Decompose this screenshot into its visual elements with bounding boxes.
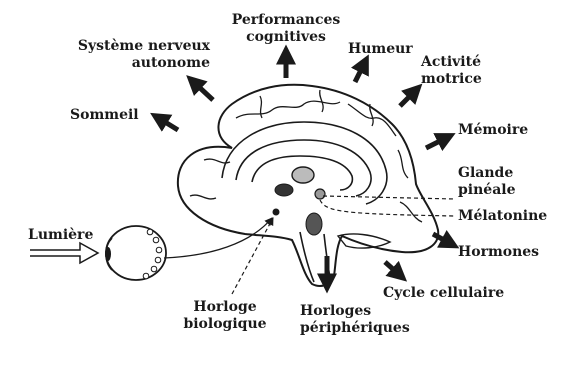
label-activite-motrice: Activité motrice xyxy=(421,54,482,88)
pituitary xyxy=(306,213,322,235)
corpus-callosum xyxy=(222,122,387,204)
arrow-memoire xyxy=(426,141,440,148)
brain-outline xyxy=(178,85,438,286)
label-memoire: Mémoire xyxy=(458,122,528,139)
label-cycle-cellulaire: Cycle cellulaire xyxy=(383,285,504,302)
label-lumiere: Lumière xyxy=(28,227,93,244)
hypothalamus-nucleus xyxy=(275,184,293,196)
label-humeur: Humeur xyxy=(348,41,413,58)
cerebellum xyxy=(338,234,390,248)
arrow-hormones xyxy=(433,234,444,240)
pineal-gland xyxy=(315,189,325,199)
arrow-systeme xyxy=(199,87,213,100)
arrow-sommeil xyxy=(165,122,178,130)
eye-icon xyxy=(105,226,166,280)
label-glande-pineale: Glande pinéale xyxy=(458,165,516,199)
thalamus xyxy=(292,167,314,183)
label-systeme-nerveux: Système nerveux autonome xyxy=(60,38,210,72)
label-performances: Performances cognitives xyxy=(222,12,350,46)
label-sommeil: Sommeil xyxy=(70,107,139,124)
label-horloge-biologique: Horloge biologique xyxy=(170,299,280,333)
light-arrow xyxy=(30,243,98,263)
label-horloges-peripheriques: Horloges périphériques xyxy=(300,303,410,337)
arrow-cycle xyxy=(385,262,394,270)
melatonine-pointer xyxy=(320,200,455,216)
horloge-pointer xyxy=(232,218,273,294)
arrow-humeur xyxy=(355,70,361,82)
optic-nerve xyxy=(164,218,272,258)
label-melatonine: Mélatonine xyxy=(458,208,547,225)
arrow-activite xyxy=(400,96,410,106)
glande-pointer xyxy=(323,196,455,199)
scn-dot xyxy=(273,209,280,216)
label-hormones: Hormones xyxy=(458,244,539,261)
